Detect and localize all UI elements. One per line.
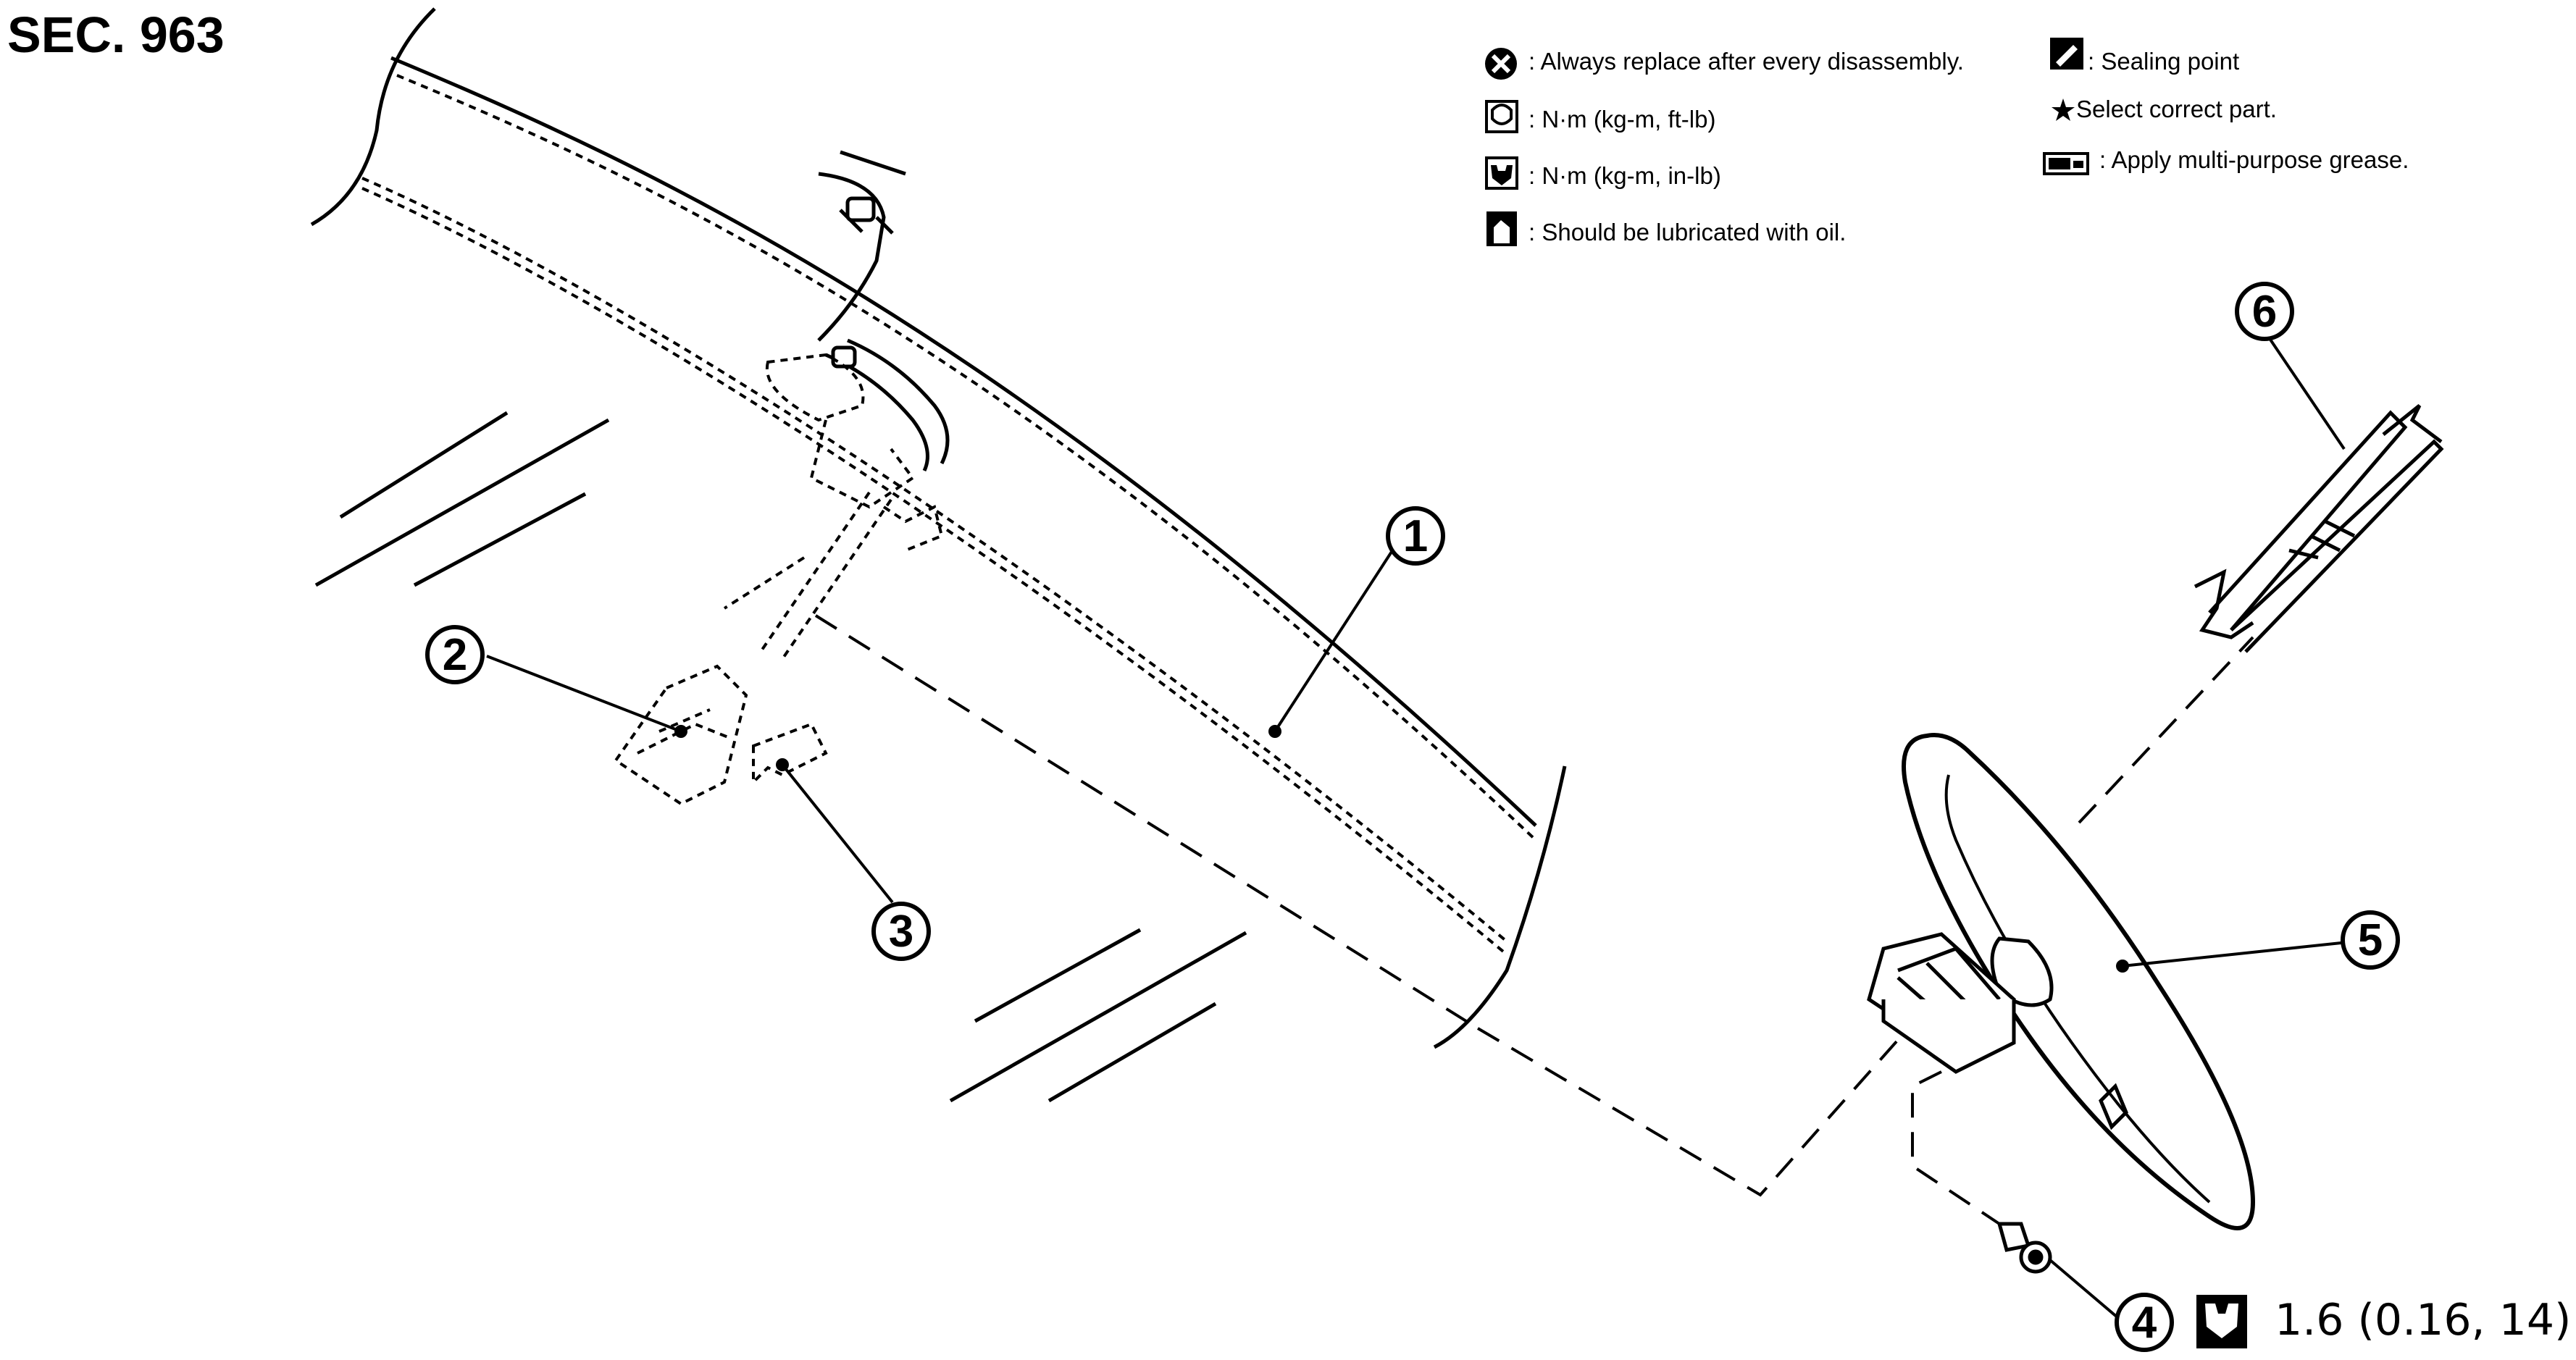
legend-text-torque-in-lb: : N·m (kg-m, in-lb): [1529, 162, 1721, 189]
torque-ft-lb-icon: [1485, 100, 1518, 133]
mirror-base-hidden: [723, 353, 944, 660]
callout-2: 2: [425, 625, 485, 684]
svg-text:4: 4: [2132, 1298, 2157, 1348]
legend-text-replace: : Always replace after every disassembly…: [1529, 48, 1964, 75]
inside-mirror-part-5: [1902, 733, 2256, 1230]
legend-text-oil: : Should be lubricated with oil.: [1529, 219, 1847, 245]
svg-text:2: 2: [443, 630, 467, 680]
legend-text-torque-ft-lb: : N·m (kg-m, ft-lb): [1529, 106, 1716, 133]
svg-text:1: 1: [1403, 511, 1428, 561]
svg-text:6: 6: [2252, 287, 2277, 337]
svg-text:3: 3: [889, 907, 913, 957]
screw-part-4: [1996, 1222, 2052, 1274]
rain-sensor-part-2: [614, 664, 748, 806]
callout-5: 5: [2341, 910, 2400, 970]
oil-lubricate-icon: [1486, 211, 1517, 246]
callout-3: 3: [871, 902, 931, 961]
svg-text:5: 5: [2358, 915, 2383, 965]
wire-harness: [817, 150, 950, 472]
section-label: SEC. 963: [7, 7, 225, 63]
callout-6: 6: [2235, 282, 2294, 341]
callout-1: 1: [1386, 506, 1445, 566]
grease-icon: [2043, 152, 2089, 175]
guide-line-screw: [1911, 1070, 2001, 1225]
guide-line: [814, 614, 1479, 1030]
windshield-panel: [310, 7, 1567, 1103]
legend-text-select-part: Select correct part.: [2076, 96, 2277, 122]
mirror-mount: [1867, 932, 2016, 1074]
torque-spec: 1.6 (0.16, 14): [2275, 1295, 2572, 1346]
guide-line-clip: [2078, 636, 2254, 824]
legend-text-grease: : Apply multi-purpose grease.: [2099, 146, 2409, 173]
torque-in-lb-icon: [1485, 156, 1518, 190]
replace-x-icon: [1485, 48, 1517, 80]
legend-text-sealing: : Sealing point: [2088, 48, 2240, 75]
callout-leaders: [486, 332, 2346, 1319]
star-icon: [2052, 98, 2075, 121]
callout-4: 4: [2115, 1293, 2174, 1352]
guide-line-mirror: [1476, 1027, 1899, 1197]
clip-part-6: [2194, 404, 2444, 653]
torque-spec-icon: [2196, 1295, 2247, 1348]
sealing-point-icon: [2050, 38, 2083, 70]
